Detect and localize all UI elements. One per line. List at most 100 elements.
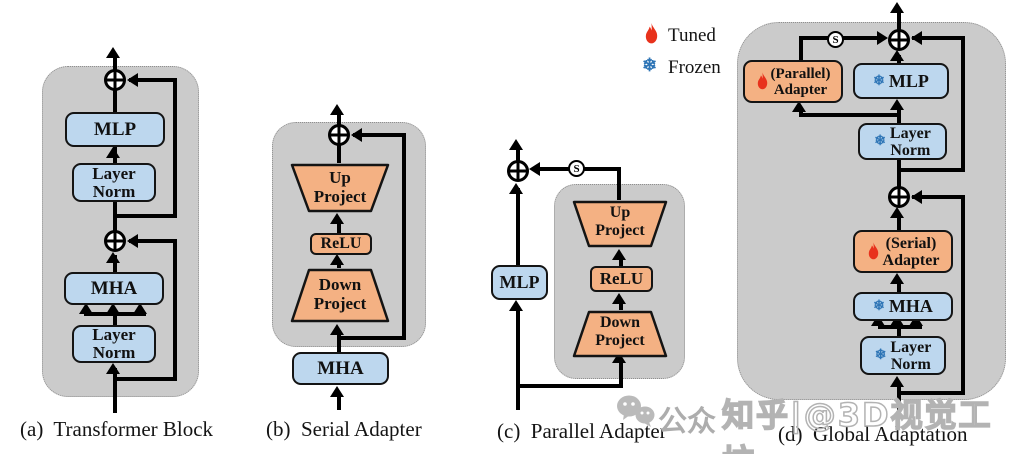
add-icon — [887, 28, 911, 52]
residual-line — [337, 336, 406, 340]
mha-label: MHA — [90, 277, 138, 299]
arrowhead-up — [106, 303, 120, 314]
up-project-block — [572, 200, 668, 249]
serial-adapter-label: (Serial)Adapter — [882, 234, 940, 269]
caption-a: (a) Transformer Block — [20, 417, 214, 441]
arrowhead-up — [612, 293, 626, 304]
caption-b: (b) Serial Adapter — [266, 417, 422, 441]
adapter-output-line — [799, 38, 803, 60]
residual-line — [173, 78, 177, 218]
arrowhead-up — [106, 147, 120, 158]
connector-line — [897, 214, 901, 230]
down-project-block — [290, 268, 390, 324]
scale-label: S — [573, 162, 580, 175]
mha-block: MHA — [64, 272, 164, 305]
mlp-label: MLP — [499, 272, 540, 292]
flame-icon — [757, 72, 767, 90]
connector-line — [617, 167, 621, 200]
mha-block: ❄ MHA — [853, 292, 953, 321]
add-icon — [103, 229, 127, 253]
input-line — [897, 383, 901, 412]
arrowhead-left — [911, 190, 922, 204]
branch-line — [799, 110, 803, 117]
arrowhead-up — [330, 324, 344, 335]
arrowhead-up — [890, 376, 904, 387]
connector-line — [337, 330, 341, 352]
residual-line — [113, 377, 177, 381]
connector-line — [619, 301, 623, 310]
arrowhead-up — [330, 213, 344, 224]
connector-line — [619, 257, 623, 266]
branch-line — [516, 384, 623, 388]
scale-icon: S — [827, 31, 844, 48]
connector-line — [337, 135, 341, 163]
residual-line — [173, 239, 177, 381]
qkv-bar-line — [878, 325, 922, 329]
legend-frozen-label: Frozen — [668, 57, 721, 78]
connector-line — [516, 148, 520, 171]
arrowhead-left — [127, 73, 138, 87]
snowflake-icon: ❄ — [874, 134, 886, 149]
relu-label: ReLU — [320, 235, 362, 252]
mlp-label: MLP — [93, 118, 137, 140]
arrowhead-left — [351, 128, 362, 142]
add-icon — [327, 123, 351, 147]
arrowhead-right — [877, 31, 888, 45]
arrowhead-up — [509, 300, 523, 311]
snowflake-icon: ❄ — [873, 299, 885, 314]
residual-line — [912, 195, 965, 199]
arrowhead-up — [330, 104, 344, 115]
residual-line — [402, 133, 406, 340]
input-line — [516, 306, 520, 410]
mlp-block: MLP — [65, 112, 165, 147]
arrowhead-up — [890, 99, 904, 110]
relu-block: ReLU — [590, 266, 653, 292]
arrowhead-up — [890, 207, 904, 218]
mlp-block: ❄ MLP — [853, 63, 949, 99]
input-line — [113, 368, 117, 413]
flame-icon — [643, 23, 660, 45]
residual-line — [961, 195, 965, 395]
arrowhead-up — [330, 386, 344, 397]
residual-line — [129, 239, 177, 243]
down-project-block — [572, 310, 668, 359]
connector-line — [897, 55, 901, 63]
snowflake-icon: ❄ — [873, 73, 885, 89]
mha-label: MHA — [317, 357, 364, 379]
connector-line — [897, 280, 901, 292]
add-icon — [103, 68, 127, 92]
parallel-adapter-block: (Parallel)Adapter — [743, 60, 843, 103]
mha-block: MHA — [292, 352, 389, 385]
connector-line — [113, 80, 117, 113]
connector-line — [113, 202, 117, 243]
arrowhead-up — [330, 254, 344, 265]
residual-line — [961, 36, 965, 172]
parallel-adapter-label: (Parallel)Adapter — [770, 65, 831, 98]
arrowhead-left — [529, 162, 540, 176]
connector-line — [897, 160, 901, 197]
branch-line — [619, 362, 623, 388]
residual-line — [353, 133, 402, 137]
scale-label: S — [832, 33, 839, 46]
arrowhead-up — [890, 2, 904, 13]
mha-label: MHA — [888, 296, 933, 316]
arrowhead-left — [127, 234, 138, 248]
up-project-block — [290, 163, 390, 214]
arrowhead-up — [792, 101, 806, 112]
residual-line — [113, 214, 177, 218]
residual-line — [912, 36, 965, 40]
add-icon — [887, 185, 911, 209]
arrowhead-up — [612, 249, 626, 260]
arrowhead-up — [890, 273, 904, 284]
